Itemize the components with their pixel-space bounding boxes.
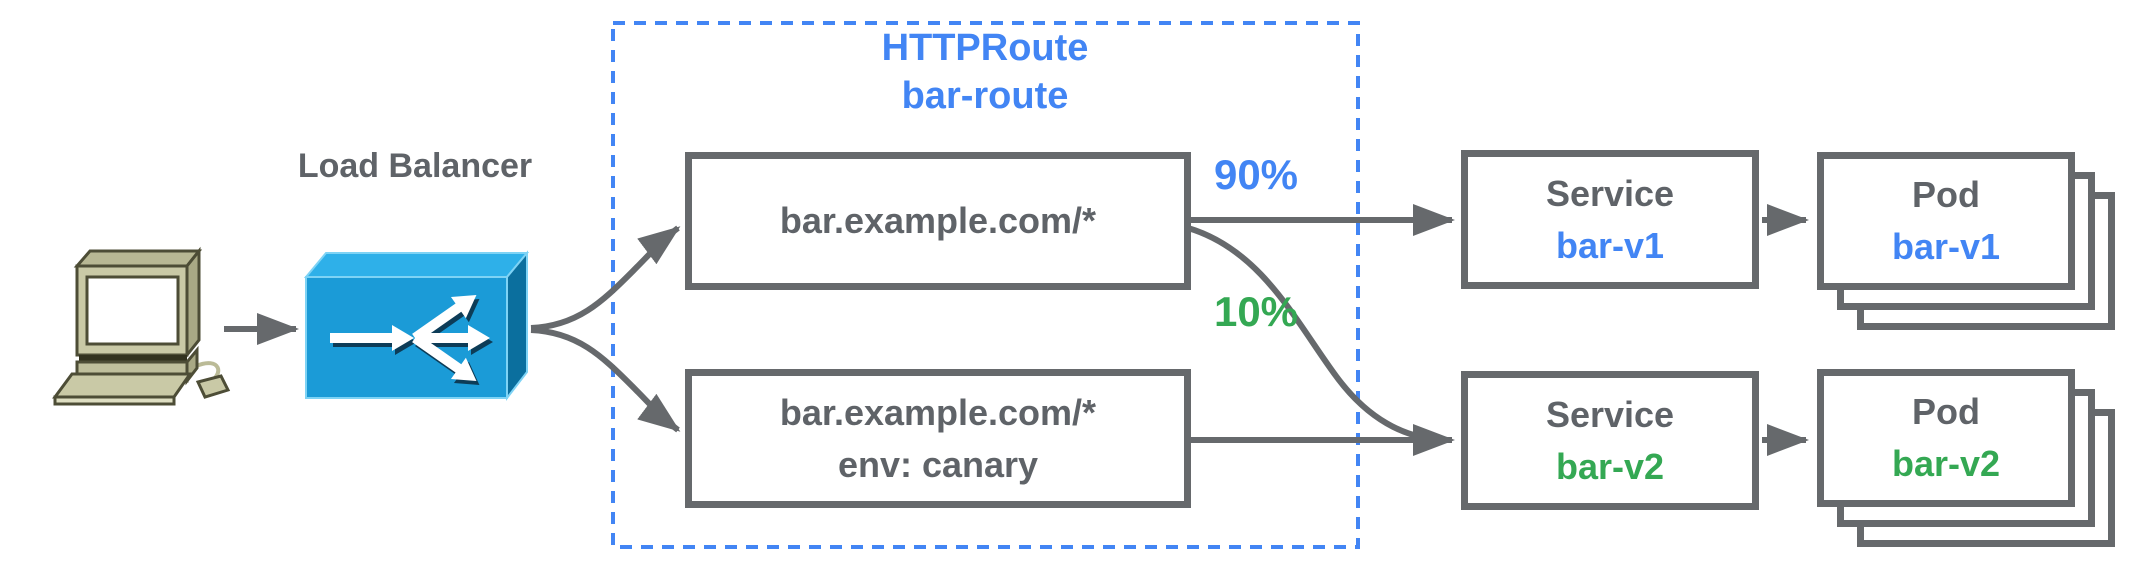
service-kind-label: Service bbox=[1545, 172, 1675, 214]
arrow-lb-to-route2 bbox=[530, 327, 681, 433]
pod-card-bar-v1: Pod bar-v1 bbox=[1817, 152, 2075, 290]
pod-name-bar-v1: bar-v1 bbox=[1891, 226, 2001, 267]
route-match-box-2: bar.example.com/* env: canary bbox=[685, 369, 1191, 508]
pod-stack-bar-v2: Pod bar-v2 bbox=[1817, 369, 2115, 547]
route-match-box-1: bar.example.com/* bbox=[685, 152, 1191, 290]
pod-name-bar-v2: bar-v2 bbox=[1891, 443, 2001, 484]
httproute-kind-label: HTTPRoute bbox=[881, 27, 1089, 69]
httproute-title: HTTPRoute bar-route bbox=[612, 24, 1358, 120]
mouse bbox=[195, 374, 231, 399]
route-2-hostname: bar.example.com/* bbox=[779, 391, 1097, 433]
arrow-lb-to-route1 bbox=[530, 225, 681, 331]
service-kind-label: Service bbox=[1545, 393, 1675, 435]
pod-stack-bar-v1: Pod bar-v1 bbox=[1817, 152, 2115, 330]
weight-90-label: 90% bbox=[1213, 151, 1299, 198]
httproute-dashed-boundary bbox=[611, 21, 1360, 549]
route-2-header-match: env: canary bbox=[837, 443, 1039, 485]
route-1-hostname: bar.example.com/* bbox=[779, 200, 1097, 241]
service-name-bar-v1: bar-v1 bbox=[1555, 224, 1665, 266]
computer-icon bbox=[52, 246, 231, 406]
service-name-bar-v2: bar-v2 bbox=[1555, 445, 1665, 487]
load-balancer-icon bbox=[303, 250, 530, 401]
pod-kind-label: Pod bbox=[1912, 391, 1980, 432]
service-box-bar-v2: Service bar-v2 bbox=[1461, 371, 1759, 510]
pod-kind-label: Pod bbox=[1912, 174, 1980, 215]
service-box-bar-v1: Service bar-v1 bbox=[1461, 150, 1759, 289]
weight-10-label: 10% bbox=[1213, 288, 1299, 335]
httproute-name-label: bar-route bbox=[901, 75, 1069, 117]
load-balancer-label: Load Balancer bbox=[297, 147, 533, 185]
curve-route1-to-service2 bbox=[1187, 225, 1449, 443]
lb-arrows bbox=[330, 294, 490, 382]
pod-card-bar-v2: Pod bar-v2 bbox=[1817, 369, 2075, 507]
